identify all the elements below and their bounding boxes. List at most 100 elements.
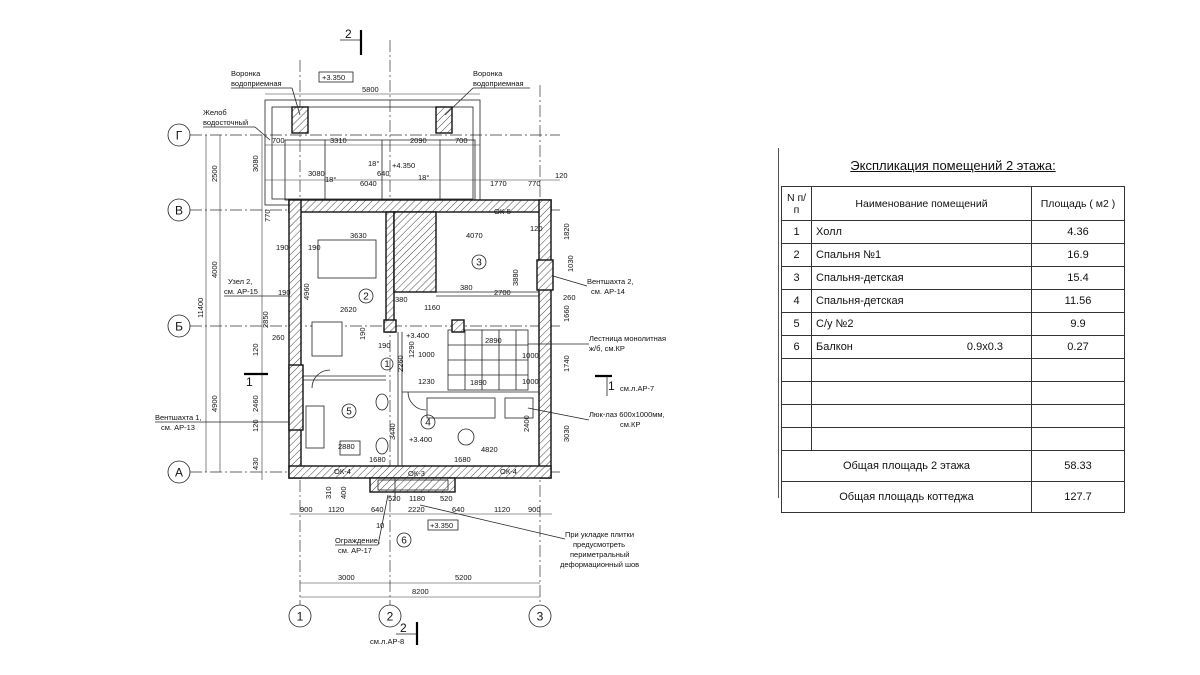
furniture — [288, 239, 554, 456]
svg-text:4960: 4960 — [302, 283, 311, 300]
dims-left: 3080 2500 4000 11400 2850 4900 2460 120 … — [196, 135, 270, 480]
dims-inner: 3630 4070 190 190 4960 2620 380 1160 270… — [263, 159, 576, 530]
explication-title: Экспликация помещений 2 этажа: — [850, 158, 1056, 173]
svg-text:Желоб: Желоб — [203, 108, 227, 117]
room-markers: 2 3 4 5 6 1 — [341, 254, 487, 548]
svg-text:2500: 2500 — [210, 165, 219, 182]
room-explication-panel: Экспликация помещений 2 этажа: N п/п Наи… — [778, 148, 1128, 513]
svg-text:2090: 2090 — [410, 136, 427, 145]
svg-text:770: 770 — [263, 209, 272, 222]
svg-text:700: 700 — [455, 136, 468, 145]
header-name: Наименование помещений — [811, 186, 1032, 221]
svg-text:6040: 6040 — [360, 179, 377, 188]
svg-text:120: 120 — [555, 171, 568, 180]
table-row-empty — [781, 427, 1125, 451]
svg-text:1000: 1000 — [418, 350, 435, 359]
svg-text:8200: 8200 — [412, 587, 429, 596]
svg-text:1740: 1740 — [562, 355, 571, 372]
svg-text:1180: 1180 — [409, 494, 425, 503]
svg-text:см. АР-14: см. АР-14 — [591, 287, 625, 296]
svg-text:2400: 2400 — [522, 415, 531, 432]
svg-text:3310: 3310 — [330, 136, 347, 145]
svg-text:2880: 2880 — [338, 442, 355, 451]
svg-text:см.КР: см.КР — [620, 420, 640, 429]
callout-vent-2: Вентшахта 2, см. АР-14 — [552, 275, 633, 296]
staircase — [447, 329, 529, 391]
svg-text:Вентшахта 2,: Вентшахта 2, — [587, 277, 633, 286]
svg-text:1030: 1030 — [566, 255, 575, 272]
total-cottage-row: Общая площадь коттеджа 127.7 — [781, 481, 1125, 513]
svg-text:770: 770 — [528, 179, 541, 188]
table-row-empty — [781, 404, 1125, 428]
axis-label-3: 3 — [537, 610, 544, 624]
svg-text:2: 2 — [400, 621, 407, 635]
svg-text:+3.350: +3.350 — [430, 521, 453, 530]
svg-text:10: 10 — [376, 521, 384, 530]
svg-text:ОК-4: ОК-4 — [334, 467, 351, 476]
svg-text:Узел 2,: Узел 2, — [228, 277, 252, 286]
svg-text:640: 640 — [371, 505, 384, 514]
section-mark-bottom: 2 см.л.АР-8 — [370, 621, 419, 646]
svg-text:120: 120 — [251, 343, 260, 356]
room-number-4: 4 — [425, 418, 431, 429]
svg-text:деформационный шов: деформационный шов — [560, 560, 639, 569]
svg-text:2220: 2220 — [408, 505, 425, 514]
section-mark-top: 2 — [340, 27, 363, 55]
svg-text:2620: 2620 — [340, 305, 357, 314]
svg-text:предусмотреть: предусмотреть — [573, 540, 625, 549]
svg-text:900: 900 — [528, 505, 541, 514]
axis-label-a: А — [175, 466, 183, 480]
svg-text:1120: 1120 — [494, 505, 510, 514]
inner-partitions — [301, 291, 539, 466]
explication-table: N п/п Наименование помещений Площадь ( м… — [781, 186, 1125, 513]
svg-text:ОК-3: ОК-3 — [408, 469, 425, 478]
table-header-row: N п/п Наименование помещений Площадь ( м… — [781, 186, 1125, 221]
axis-label-g: Г — [176, 129, 183, 143]
svg-text:Люк-лаз 600х1000мм,: Люк-лаз 600х1000мм, — [589, 410, 665, 419]
svg-text:640: 640 — [452, 505, 465, 514]
axis-markers-numbers: 1 2 3 — [288, 604, 552, 628]
section-mark-left: 1 — [244, 372, 268, 389]
panel-border — [778, 148, 779, 498]
svg-text:190: 190 — [308, 243, 321, 252]
callout-funnel-right: Воронка водоприемная — [444, 69, 530, 116]
svg-text:380: 380 — [395, 295, 408, 304]
svg-text:2: 2 — [345, 27, 352, 41]
svg-text:1770: 1770 — [490, 179, 507, 188]
svg-text:4900: 4900 — [210, 395, 219, 412]
total-floor-row: Общая площадь 2 этажа 58.33 — [781, 450, 1125, 482]
svg-text:3030: 3030 — [562, 425, 571, 442]
svg-text:190: 190 — [276, 243, 289, 252]
svg-text:120: 120 — [251, 419, 260, 432]
svg-text:380: 380 — [460, 283, 473, 292]
svg-text:18°: 18° — [418, 173, 429, 182]
axis-label-2: 2 — [387, 610, 394, 624]
section-ref-label: см.л.АР-8 — [370, 637, 404, 646]
room-number-5: 5 — [346, 407, 352, 418]
svg-text:3880: 3880 — [511, 269, 520, 286]
svg-text:3080: 3080 — [308, 169, 325, 178]
svg-text:190: 190 — [358, 327, 367, 340]
svg-text:1660: 1660 — [562, 305, 571, 322]
svg-text:310: 310 — [324, 486, 333, 499]
svg-text:см. АР-17: см. АР-17 — [338, 546, 372, 555]
svg-text:1890: 1890 — [470, 378, 487, 387]
svg-text:1000: 1000 — [522, 351, 539, 360]
svg-text:4820: 4820 — [481, 445, 498, 454]
table-row: 3 Спальня-детская 15.4 — [781, 266, 1125, 290]
callout-vent-1: Вентшахта 1, см. АР-13 — [155, 413, 290, 432]
table-row: 2 Спальня №1 16.9 — [781, 243, 1125, 267]
svg-text:Воронка: Воронка — [473, 69, 503, 78]
svg-text:18°: 18° — [325, 175, 336, 184]
svg-text:260: 260 — [272, 333, 285, 342]
svg-text:1230: 1230 — [418, 377, 435, 386]
svg-text:18°: 18° — [368, 159, 379, 168]
table-row: 4 Спальня-детская 11.56 — [781, 289, 1125, 313]
callout-fence: Ограждение, см. АР-17 — [335, 494, 389, 555]
svg-text:периметральный: периметральный — [570, 550, 629, 559]
svg-text:1680: 1680 — [454, 455, 471, 464]
svg-text:260: 260 — [563, 293, 576, 302]
svg-text:2700: 2700 — [494, 288, 511, 297]
callout-stairs: Лестница монолитная ж/б, см.КР — [528, 334, 666, 353]
